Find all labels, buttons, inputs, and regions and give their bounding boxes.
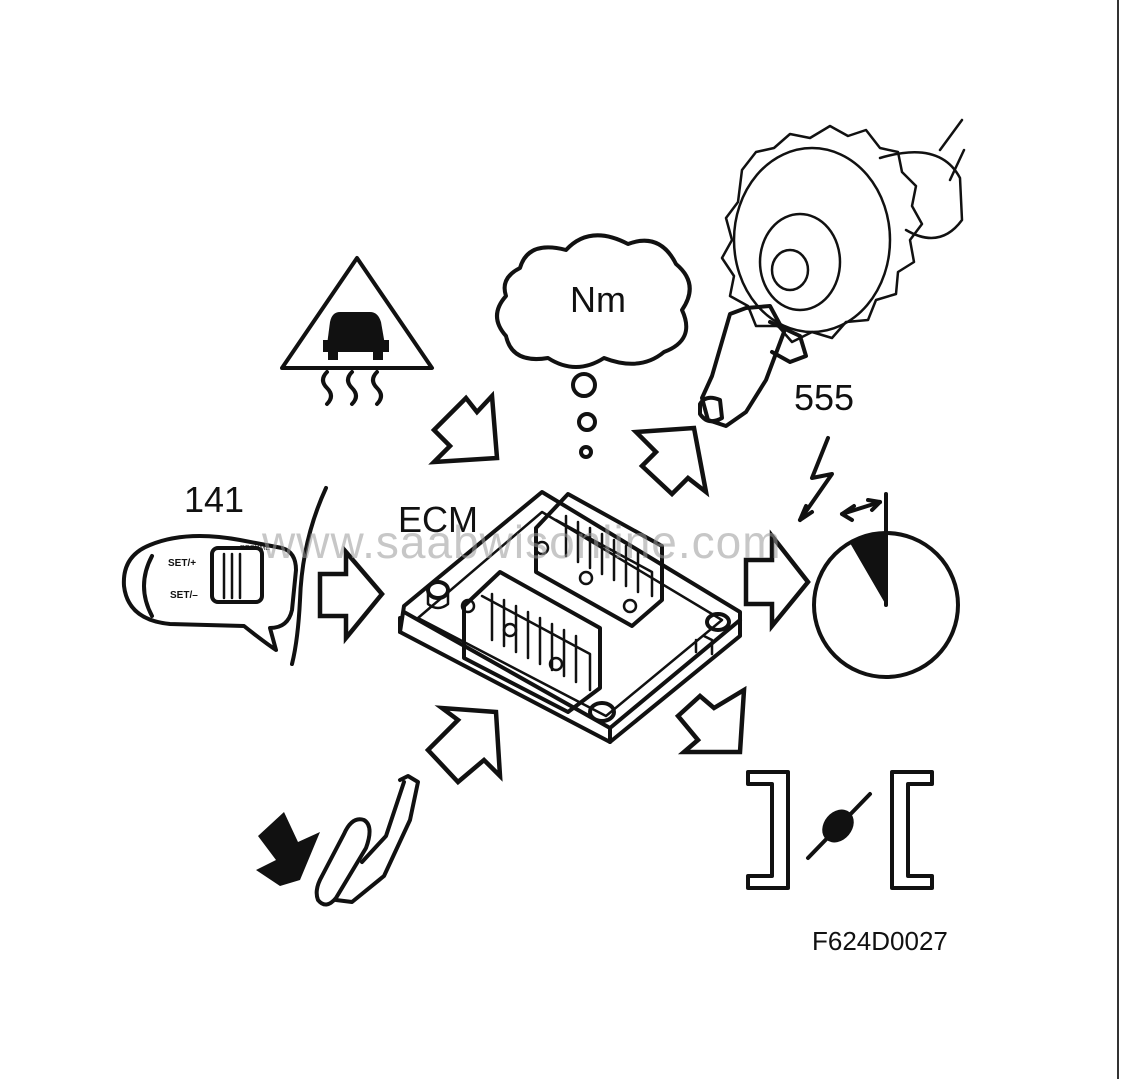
accelerator-pedal-icon [256, 774, 420, 907]
set-plus-text: SET/+ [168, 558, 196, 569]
resume-text: RESUME [240, 545, 270, 552]
ecm-label: ECM [398, 499, 478, 540]
arrow-traction-to-ecm [428, 390, 500, 465]
part-141-label: 141 [184, 479, 244, 520]
ecm-unit-icon: ECM [398, 490, 742, 744]
camshaft-sensor-icon: 555 [698, 118, 966, 428]
arrow-stalk-to-ecm [317, 545, 385, 645]
traction-control-warning-icon [280, 256, 434, 406]
ignition-timing-dial-icon [798, 436, 960, 679]
watermark-text: www.saabwisonline.com [261, 516, 782, 568]
cruise-control-stalk-icon: 141 SET/+ SET/– RESUME [121, 479, 328, 666]
signal-arrows [317, 390, 811, 786]
arrow-pedal-to-ecm [424, 705, 503, 786]
arrow-ecm-to-throttle [674, 685, 747, 755]
set-minus-text: SET/– [170, 590, 198, 601]
throttle-valve-icon [746, 770, 934, 890]
figure-id-label: F624D0027 [812, 926, 948, 956]
cloud-text: Nm [570, 279, 626, 320]
arrow-ecm-to-sensor [630, 425, 710, 498]
arrow-ecm-to-dial [743, 529, 811, 633]
part-555-label: 555 [794, 377, 854, 418]
torque-thought-cloud-icon: Nm [495, 233, 692, 459]
